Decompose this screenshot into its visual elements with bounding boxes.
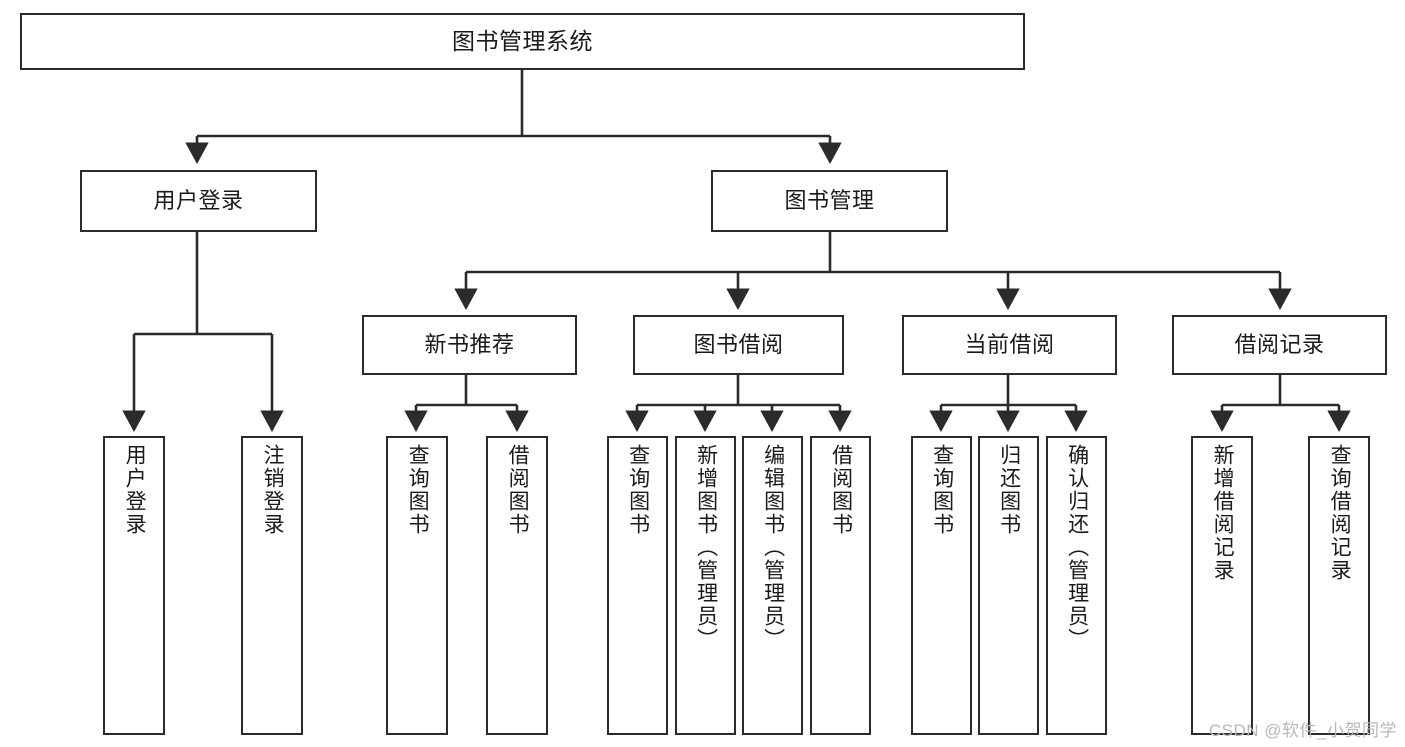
leaf-book-borrow-add-book-admin[interactable]: 新增图书（管理员）	[675, 436, 736, 735]
node-label: 确认归还（管理员）	[1065, 444, 1089, 651]
node-label: 图书管理系统	[452, 27, 593, 54]
node-book-borrowing[interactable]: 图书借阅	[633, 315, 844, 375]
node-current-borrowing[interactable]: 当前借阅	[902, 315, 1117, 375]
leaf-user-login-login[interactable]: 用户登录	[103, 436, 165, 735]
node-label: 注销登录	[261, 444, 285, 536]
leaf-user-login-logout[interactable]: 注销登录	[241, 436, 303, 735]
node-label: 查询借阅记录	[1328, 444, 1352, 582]
leaf-current-borrow-query-book[interactable]: 查询图书	[911, 436, 972, 735]
node-label: 新增图书（管理员）	[694, 444, 718, 651]
node-borrowing-record[interactable]: 借阅记录	[1172, 315, 1387, 375]
node-label: 借阅图书	[506, 444, 530, 536]
node-label: 查询图书	[626, 444, 650, 536]
node-label: 借阅记录	[1234, 331, 1325, 357]
node-root-book-management-system[interactable]: 图书管理系统	[20, 13, 1025, 70]
leaf-record-query-borrow-record[interactable]: 查询借阅记录	[1308, 436, 1370, 735]
leaf-current-borrow-return-book[interactable]: 归还图书	[978, 436, 1039, 735]
node-label: 用户登录	[153, 187, 244, 213]
leaf-new-book-borrow-book[interactable]: 借阅图书	[486, 436, 548, 735]
leaf-new-book-query-book[interactable]: 查询图书	[386, 436, 448, 735]
node-label: 用户登录	[123, 444, 147, 536]
csdn-watermark: CSDN @软件_小贺同学	[1208, 721, 1397, 740]
node-user-login[interactable]: 用户登录	[80, 170, 317, 232]
node-label: 归还图书	[997, 444, 1021, 536]
node-label: 新书推荐	[424, 331, 515, 357]
leaf-book-borrow-query-book[interactable]: 查询图书	[607, 436, 668, 735]
node-label: 借阅图书	[829, 444, 853, 536]
node-label: 查询图书	[406, 444, 430, 536]
node-book-management[interactable]: 图书管理	[711, 170, 948, 232]
node-label: 新增借阅记录	[1211, 444, 1235, 582]
leaf-book-borrow-borrow-book[interactable]: 借阅图书	[810, 436, 871, 735]
node-label: 图书借阅	[693, 331, 784, 357]
leaf-book-borrow-edit-book-admin[interactable]: 编辑图书（管理员）	[742, 436, 803, 735]
node-new-book-recommendation[interactable]: 新书推荐	[362, 315, 577, 375]
node-label: 编辑图书（管理员）	[761, 444, 785, 651]
node-label: 图书管理	[784, 187, 875, 213]
leaf-record-add-borrow-record[interactable]: 新增借阅记录	[1191, 436, 1253, 735]
leaf-current-borrow-confirm-return-admin[interactable]: 确认归还（管理员）	[1046, 436, 1107, 735]
node-label: 当前借阅	[964, 331, 1055, 357]
node-label: 查询图书	[930, 444, 954, 536]
